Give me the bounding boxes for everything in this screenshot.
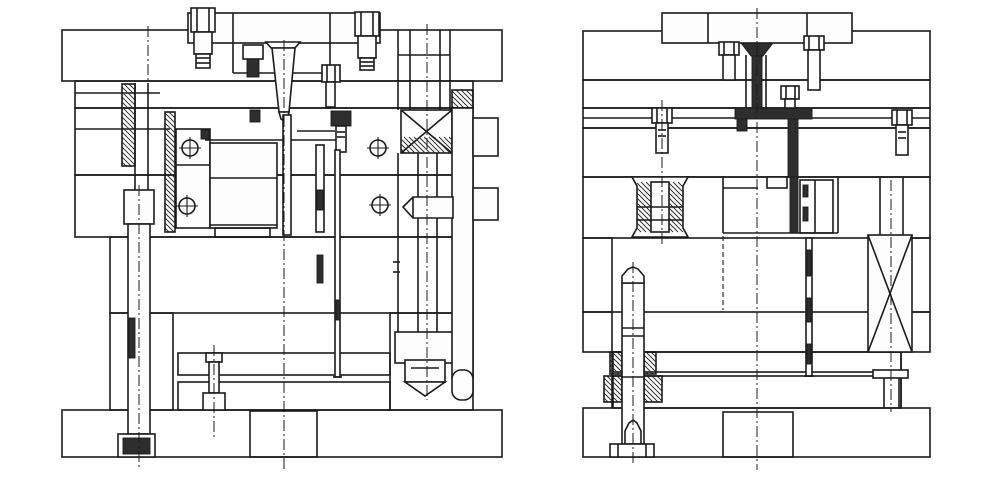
- right-mold-section-view: [582, 8, 931, 470]
- left-mold-section-view: [61, 7, 503, 472]
